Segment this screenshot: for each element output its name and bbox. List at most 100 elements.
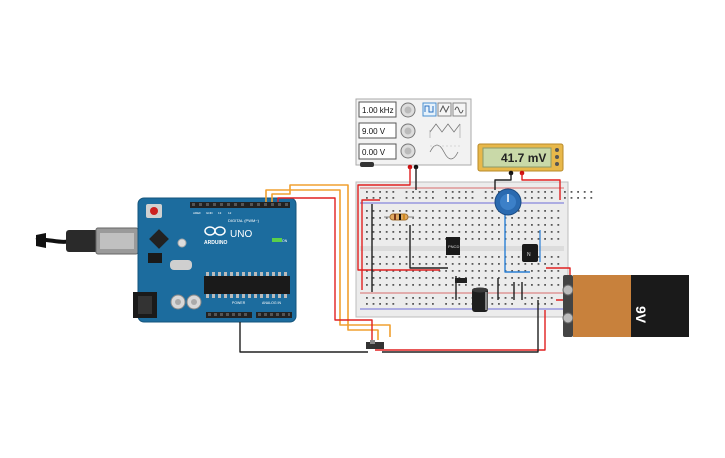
breadboard-hole[interactable] [511,297,513,299]
breadboard-hole[interactable] [372,217,375,219]
breadboard-hole[interactable] [438,210,441,212]
breadboard-hole[interactable] [399,231,401,233]
breadboard-hole[interactable] [372,197,375,199]
breadboard-hole[interactable] [557,263,560,265]
breadboard-hole[interactable] [445,263,447,265]
breadboard-hole[interactable] [379,263,381,265]
breadboard-hole[interactable] [491,256,494,258]
breadboard-hole[interactable] [465,297,467,299]
breadboard-hole[interactable] [531,224,533,226]
breadboard-hole[interactable] [372,210,375,212]
breadboard-hole[interactable] [451,284,454,286]
breadboard-hole[interactable] [379,210,381,212]
breadboard-hole[interactable] [550,197,553,199]
breadboard-hole[interactable] [471,256,474,258]
breadboard-hole[interactable] [379,231,381,233]
breadboard-hole[interactable] [405,270,408,272]
breadboard-hole[interactable] [465,191,467,193]
breadboard-hole[interactable] [399,256,401,258]
breadboard-hole[interactable] [524,277,527,279]
breadboard-hole[interactable] [524,303,527,305]
breadboard-hole[interactable] [418,277,421,279]
breadboard-hole[interactable] [544,270,546,272]
breadboard-hole[interactable] [557,256,560,258]
breadboard-hole[interactable] [385,256,388,258]
breadboard-hole[interactable] [498,238,500,240]
breadboard-hole[interactable] [517,270,520,272]
breadboard-hole[interactable] [557,277,560,279]
digital-header[interactable] [190,202,290,208]
breadboard-hole[interactable] [366,284,368,286]
breadboard-hole[interactable] [564,197,566,199]
breadboard-hole[interactable] [399,284,401,286]
breadboard-hole[interactable] [412,224,414,226]
breadboard-hole[interactable] [491,217,494,219]
breadboard-hole[interactable] [478,277,480,279]
breadboard-hole[interactable] [372,303,375,305]
breadboard-hole[interactable] [438,270,441,272]
breadboard-hole[interactable] [418,197,421,199]
slide-switch[interactable] [366,340,384,349]
breadboard-hole[interactable] [531,284,533,286]
breadboard-hole[interactable] [425,210,428,212]
breadboard-hole[interactable] [385,197,388,199]
breadboard-hole[interactable] [491,284,494,286]
breadboard-hole[interactable] [511,277,513,279]
breadboard-hole[interactable] [484,191,487,193]
breadboard-hole[interactable] [465,231,467,233]
breadboard-hole[interactable] [498,303,500,305]
breadboard-hole[interactable] [372,277,375,279]
breadboard-hole[interactable] [366,210,368,212]
breadboard-hole[interactable] [372,238,375,240]
breadboard-hole[interactable] [451,191,454,193]
breadboard-hole[interactable] [418,263,421,265]
breadboard-hole[interactable] [544,191,546,193]
breadboard-hole[interactable] [557,231,560,233]
breadboard-hole[interactable] [366,238,368,240]
breadboard-hole[interactable] [550,210,553,212]
breadboard-hole[interactable] [451,231,454,233]
breadboard-hole[interactable] [451,217,454,219]
breadboard-hole[interactable] [392,303,395,305]
breadboard-hole[interactable] [425,277,428,279]
breadboard-hole[interactable] [557,284,560,286]
breadboard-hole[interactable] [471,210,474,212]
breadboard-hole[interactable] [372,297,375,299]
breadboard-hole[interactable] [399,263,401,265]
breadboard-hole[interactable] [491,277,494,279]
breadboard-hole[interactable] [524,224,527,226]
breadboard-hole[interactable] [372,263,375,265]
breadboard-hole[interactable] [544,210,546,212]
breadboard-hole[interactable] [438,284,441,286]
breadboard-hole[interactable] [392,210,395,212]
breadboard-hole[interactable] [465,238,467,240]
breadboard-hole[interactable] [478,270,480,272]
breadboard-hole[interactable] [590,191,593,193]
breadboard-hole[interactable] [465,277,467,279]
breadboard-hole[interactable] [458,224,461,226]
breadboard-hole[interactable] [451,297,454,299]
breadboard-hole[interactable] [379,303,381,305]
sine-wave-icon[interactable] [452,102,467,117]
breadboard-hole[interactable] [465,224,467,226]
breadboard-hole[interactable] [498,284,500,286]
breadboard-hole[interactable] [399,270,401,272]
breadboard-hole[interactable] [557,224,560,226]
breadboard-hole[interactable] [537,277,540,279]
breadboard-hole[interactable] [432,210,434,212]
breadboard-hole[interactable] [366,256,368,258]
breadboard-hole[interactable] [425,284,428,286]
breadboard-hole[interactable] [405,224,408,226]
breadboard-hole[interactable] [412,191,414,193]
breadboard-hole[interactable] [418,284,421,286]
breadboard-hole[interactable] [478,263,480,265]
breadboard-hole[interactable] [366,231,368,233]
breadboard-hole[interactable] [458,270,461,272]
breadboard-hole[interactable] [458,263,461,265]
breadboard-hole[interactable] [405,277,408,279]
breadboard-hole[interactable] [550,303,553,305]
breadboard-hole[interactable] [531,217,533,219]
breadboard-hole[interactable] [366,191,368,193]
breadboard-hole[interactable] [418,210,421,212]
